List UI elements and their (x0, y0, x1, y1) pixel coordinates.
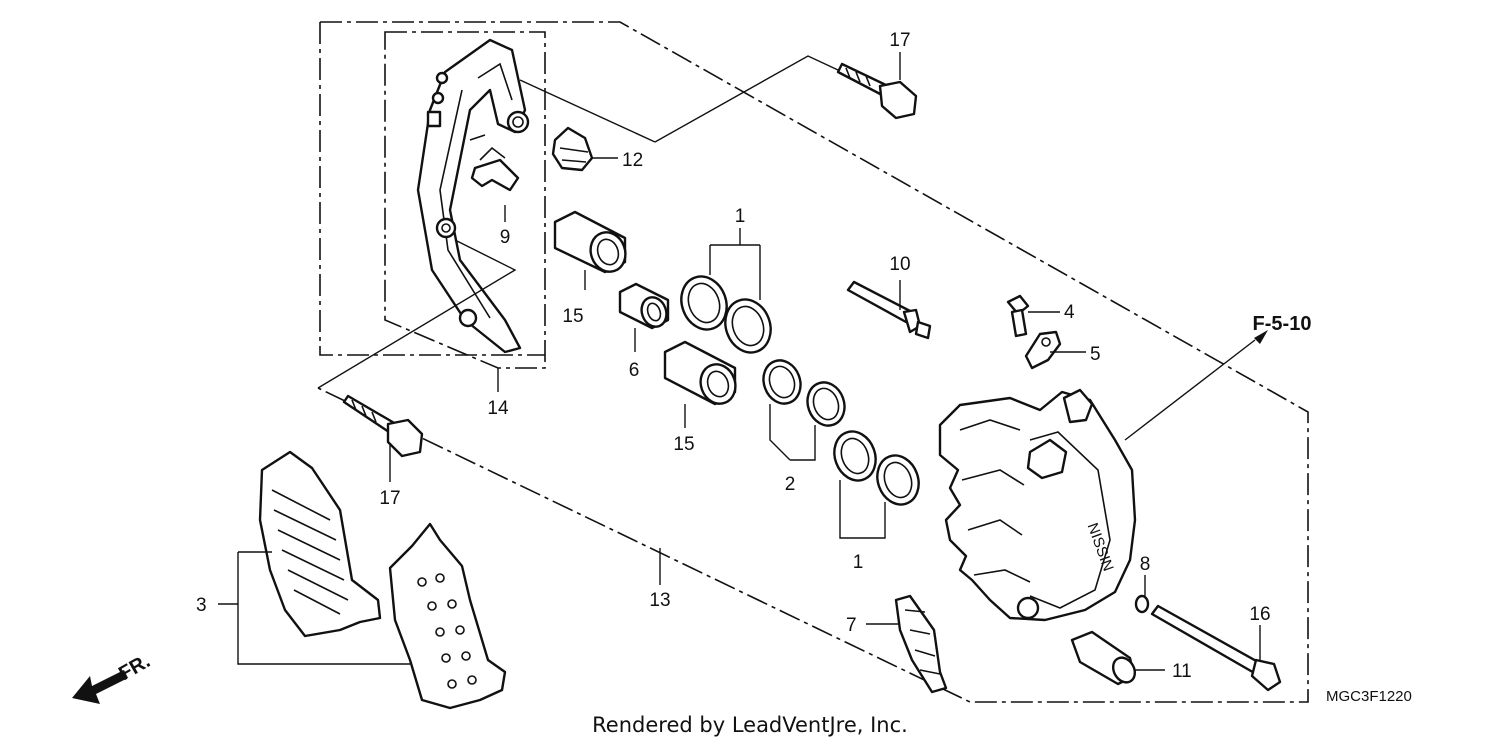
callout-pad-set: 3 (196, 595, 207, 616)
callout-pad-spring: 7 (846, 615, 857, 636)
boot-rubber[interactable] (551, 126, 594, 172)
callout-bolt-lower: 17 (379, 488, 400, 509)
piston-lower[interactable] (663, 340, 741, 409)
callout-seal-set-b: 1 (853, 552, 864, 573)
leader-lines (218, 52, 1261, 671)
reference-label: F-5-10 (1253, 313, 1312, 335)
callout-bolt-upper: 17 (889, 30, 910, 51)
callout-boot-rubber: 12 (622, 150, 643, 171)
piston-upper[interactable] (553, 210, 631, 277)
callout-bleeder-cap: 5 (1090, 344, 1101, 365)
retainer-clip[interactable] (470, 146, 520, 192)
callout-seal-set-a: 1 (735, 206, 746, 227)
callout-dust-seal-set: 2 (785, 474, 796, 495)
callout-piston-upper: 15 (562, 306, 583, 327)
dust-seal-set[interactable] (758, 355, 851, 431)
caliper-assembly-boundary (317, 21, 1309, 703)
caliper-bracket[interactable] (416, 38, 530, 354)
slide-pin[interactable] (846, 280, 932, 340)
credit-line: Rendered by LeadVentJre, Inc. (592, 713, 908, 737)
bleeder-cap[interactable] (1024, 330, 1062, 370)
callout-labels: 17 12 9 1 15 6 15 2 1 10 4 5 F-5-10 8 16… (196, 30, 1311, 682)
callout-bleeder-screw: 4 (1064, 302, 1075, 323)
diagram-code: MGC3F1220 (1326, 688, 1412, 705)
brake-pad-inner[interactable] (388, 522, 507, 710)
piston-seal-set-a[interactable] (674, 270, 778, 359)
callout-slide-pin: 10 (889, 254, 910, 275)
pad-pin[interactable] (1150, 604, 1282, 692)
bleeder-screw[interactable] (1006, 294, 1030, 338)
bolt-upper[interactable] (836, 62, 918, 120)
callout-piston-lower: 15 (673, 434, 694, 455)
callout-caliper-assembly: 13 (649, 590, 670, 611)
callout-boot: 6 (629, 360, 640, 381)
callout-retainer-clip: 9 (500, 227, 511, 248)
caliper-body[interactable]: NISSIN (938, 388, 1137, 622)
brake-pad-outer[interactable] (258, 450, 382, 638)
pin-plug[interactable] (1070, 630, 1139, 686)
boot[interactable] (618, 282, 670, 330)
front-direction-indicator: FR. (72, 650, 154, 704)
pad-spring[interactable] (894, 594, 948, 694)
callout-bracket: 14 (487, 398, 509, 419)
reference-arrowhead (1254, 330, 1268, 344)
piston-seal-set-b[interactable] (828, 426, 926, 511)
o-ring[interactable] (1134, 594, 1150, 614)
bolt-lower[interactable] (342, 394, 424, 458)
callout-o-ring: 8 (1140, 554, 1151, 575)
callout-pad-pin: 16 (1249, 604, 1270, 625)
callout-pin-plug: 11 (1172, 661, 1192, 682)
